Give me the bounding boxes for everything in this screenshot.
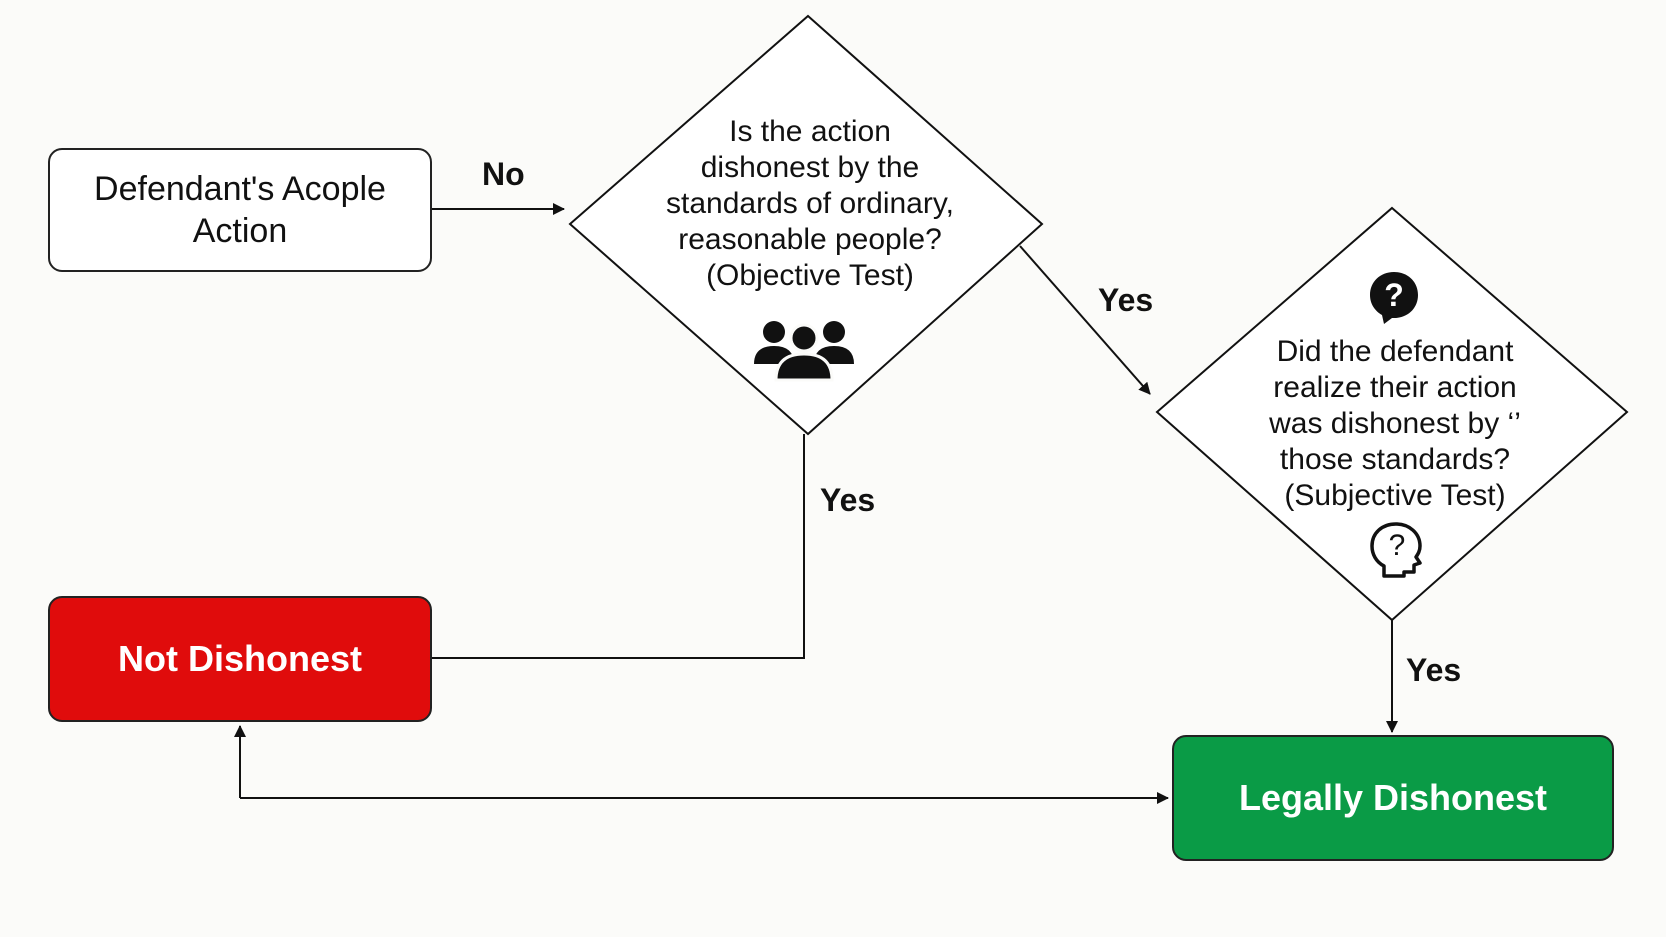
edge-label-yes-to-not-dishonest: Yes [820, 482, 876, 518]
arrow-objective-to-subjective [1019, 245, 1151, 395]
start-node-label: Defendant's Acople Action [94, 170, 386, 250]
subjective-test-question: Did the defendant realize their action w… [1269, 335, 1521, 512]
svg-text:?: ? [1384, 277, 1404, 313]
not-dishonest-label: Not Dishonest [117, 638, 362, 679]
not-dishonest-node: Not Dishonest [48, 596, 432, 722]
people-group-icon [754, 321, 854, 382]
legally-dishonest-label: Legally Dishonest [1238, 777, 1548, 818]
start-node-defendant-action: Defendant's Acople Action [48, 148, 432, 272]
svg-text:?: ? [1389, 529, 1406, 562]
head-question-icon: ? [1370, 522, 1422, 578]
objective-test-question: Is the action dishonest by the standards… [666, 115, 954, 292]
edge-label-no: No [482, 156, 525, 192]
legally-dishonest-node: Legally Dishonest [1172, 735, 1614, 861]
edge-label-yes-to-subjective: Yes [1098, 282, 1154, 318]
edge-label-yes-to-legally-dishonest: Yes [1406, 652, 1462, 688]
question-circle-icon: ? [1370, 272, 1418, 324]
line-objective-to-not-dishonest [432, 434, 805, 659]
objective-test-diamond [568, 14, 1044, 436]
